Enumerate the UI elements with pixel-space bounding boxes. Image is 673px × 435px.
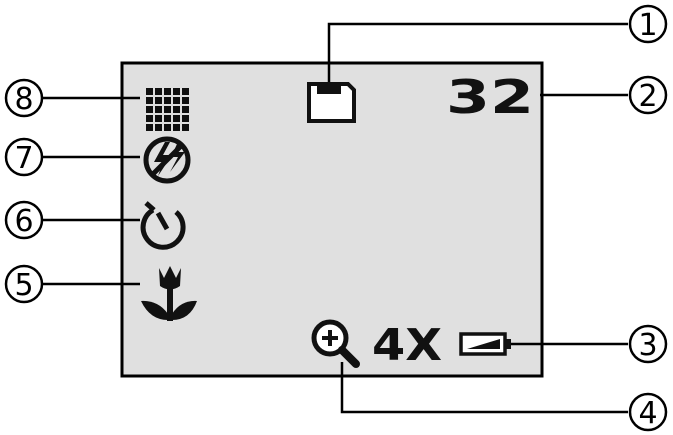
callout-number-1: 1	[638, 8, 657, 43]
leader-lines	[43, 22, 628, 414]
grid-cell	[146, 97, 153, 104]
callout-6: 6	[4, 200, 44, 240]
callout-number-3: 3	[638, 328, 657, 363]
grid-cell	[146, 115, 153, 122]
callout-2: 2	[628, 75, 668, 115]
callout-number-7: 7	[14, 141, 33, 176]
grid-cell	[155, 88, 162, 95]
callout-1: 1	[628, 4, 668, 44]
grid-cell	[173, 88, 180, 95]
zoom-level-label: 4X	[372, 320, 442, 371]
grid-cell	[182, 124, 189, 131]
callout-5: 5	[4, 264, 44, 304]
leader-line-4	[340, 362, 628, 414]
leader-line-1	[327, 22, 628, 82]
macro-flower-icon	[141, 266, 197, 321]
callout-8: 8	[4, 78, 44, 118]
zoom-magnifier-icon	[311, 319, 360, 368]
shots-remaining-count: 32	[446, 70, 534, 124]
grid-cell	[155, 106, 162, 113]
callout-3: 3	[628, 324, 668, 364]
callout-number-5: 5	[14, 268, 33, 303]
callout-number-4: 4	[638, 396, 657, 431]
battery-icon	[459, 332, 511, 356]
flash-off-icon	[143, 136, 191, 184]
grid-cell	[173, 115, 180, 122]
grid-cell	[173, 106, 180, 113]
grid-cell	[146, 106, 153, 113]
grid-cell	[164, 115, 171, 122]
grid-cell	[182, 88, 189, 95]
callout-number-6: 6	[14, 204, 33, 239]
callout-4: 4	[628, 392, 668, 432]
callout-number-8: 8	[14, 82, 33, 117]
grid-cell	[173, 124, 180, 131]
grid-cell	[146, 124, 153, 131]
grid-cell	[182, 106, 189, 113]
grid-cell	[146, 88, 153, 95]
grid-cell	[182, 97, 189, 104]
self-timer-icon	[140, 201, 186, 250]
grid-cell	[164, 106, 171, 113]
grid-cell	[164, 88, 171, 95]
callout-number-2: 2	[638, 79, 657, 114]
memory-card-icon	[307, 82, 356, 123]
grid-cell	[155, 124, 162, 131]
grid-cell	[182, 115, 189, 122]
callout-7: 7	[4, 137, 44, 177]
callouts: 1 2 3 4 5 6 7 8	[4, 4, 668, 432]
image-quality-grid-icon	[146, 88, 189, 131]
grid-cell	[155, 115, 162, 122]
grid-cell	[164, 124, 171, 131]
grid-cell	[155, 97, 162, 104]
grid-cell	[173, 97, 180, 104]
grid-cell	[164, 97, 171, 104]
